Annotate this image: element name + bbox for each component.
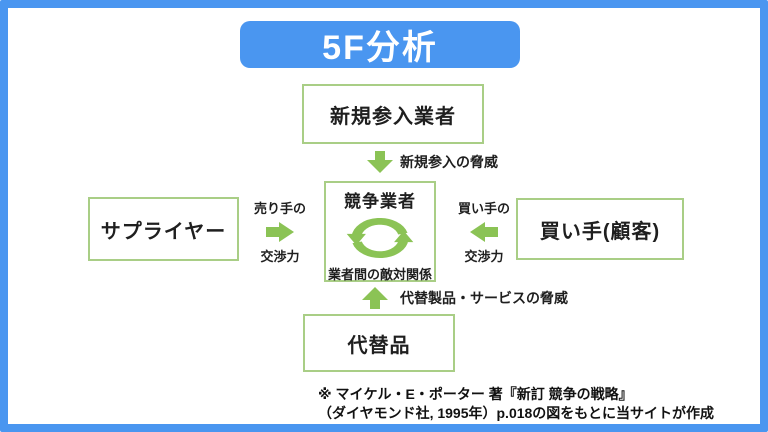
arrow-right-icon xyxy=(266,222,294,242)
box-competitors: 競争業者 業者間の敵対関係 xyxy=(324,181,436,282)
label-supplier-power-line2: 交渉力 xyxy=(260,249,300,264)
box-competitors-caption: 業者間の敵対関係 xyxy=(328,267,433,282)
label-supplier-power-line1: 売り手の xyxy=(253,201,306,216)
arrow-down-icon xyxy=(367,151,393,173)
label-buyer-power-line1: 買い手の xyxy=(457,201,510,216)
attribution: ※ マイケル・E・ポーター 著『新訂 競争の戦略』 （ダイヤモンド社, 1995… xyxy=(318,385,738,423)
attribution-line2: （ダイヤモンド社, 1995年）p.018の図をもとに当サイトが作成 xyxy=(318,405,715,421)
box-new-entrants: 新規参入業者 xyxy=(302,84,484,144)
box-substitutes: 代替品 xyxy=(303,314,455,372)
label-buyer-power-line2: 交渉力 xyxy=(464,249,504,264)
title-badge: 5F分析 xyxy=(240,21,520,68)
attribution-line1: ※ マイケル・E・ポーター 著『新訂 競争の戦略』 xyxy=(318,386,633,402)
page-title: 5F分析 xyxy=(322,29,438,67)
box-buyers: 買い手(顧客) xyxy=(516,198,684,260)
box-suppliers: サプライヤー xyxy=(88,197,239,261)
box-suppliers-label: サプライヤー xyxy=(100,220,227,243)
box-substitutes-label: 代替品 xyxy=(347,334,411,357)
arrow-left-icon xyxy=(470,222,498,242)
arrow-up-icon xyxy=(362,287,388,309)
label-substitutes-threat: 代替製品・サービスの脅威 xyxy=(400,290,568,306)
label-new-entrants-threat: 新規参入の脅威 xyxy=(400,154,498,170)
box-buyers-label: 買い手(顧客) xyxy=(539,220,661,243)
box-competitors-title: 競争業者 xyxy=(344,192,416,211)
box-new-entrants-label: 新規参入業者 xyxy=(330,105,456,128)
cycle-arrows-icon xyxy=(343,212,417,264)
